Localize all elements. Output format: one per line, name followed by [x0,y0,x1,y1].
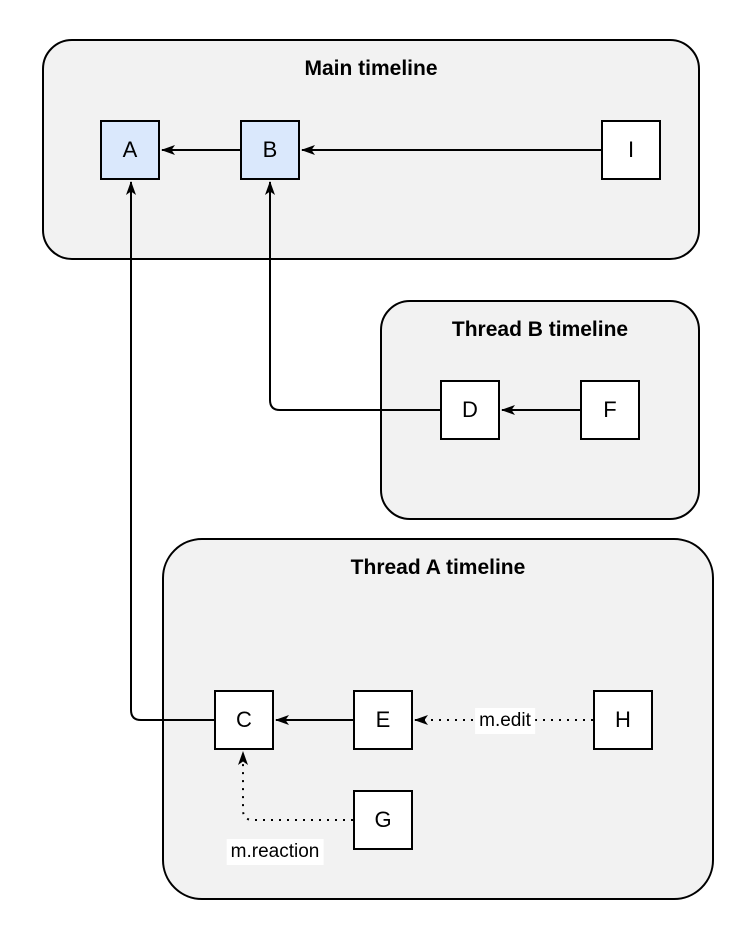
node-d-label: D [462,397,478,422]
node-i-label: I [627,137,635,162]
edge-d-to-b [265,181,440,411]
node-a: A [100,120,160,180]
edge-c-to-a [126,181,214,721]
thread-b-timeline-title: Thread B timeline [451,318,629,341]
node-b-label: B [262,137,278,162]
node-f: F [580,380,640,440]
node-g: G [353,790,413,850]
node-c-label: C [236,707,252,732]
node-e-label: E [375,707,391,732]
node-c: C [214,690,274,750]
node-h-label: H [615,707,631,732]
edge-label-m-reaction: m.reaction [226,839,324,865]
node-h: H [593,690,653,750]
node-e: E [353,690,413,750]
node-a-label: A [122,137,138,162]
node-g-label: G [374,807,392,832]
node-f-label: F [603,397,617,422]
thread-a-timeline-title: Thread A timeline [350,556,526,579]
edge-g-to-c [238,751,353,821]
edge-label-m-edit: m.edit [475,708,535,734]
node-b: B [240,120,300,180]
main-timeline-title: Main timeline [304,57,438,80]
node-d: D [440,380,500,440]
node-i: I [601,120,661,180]
